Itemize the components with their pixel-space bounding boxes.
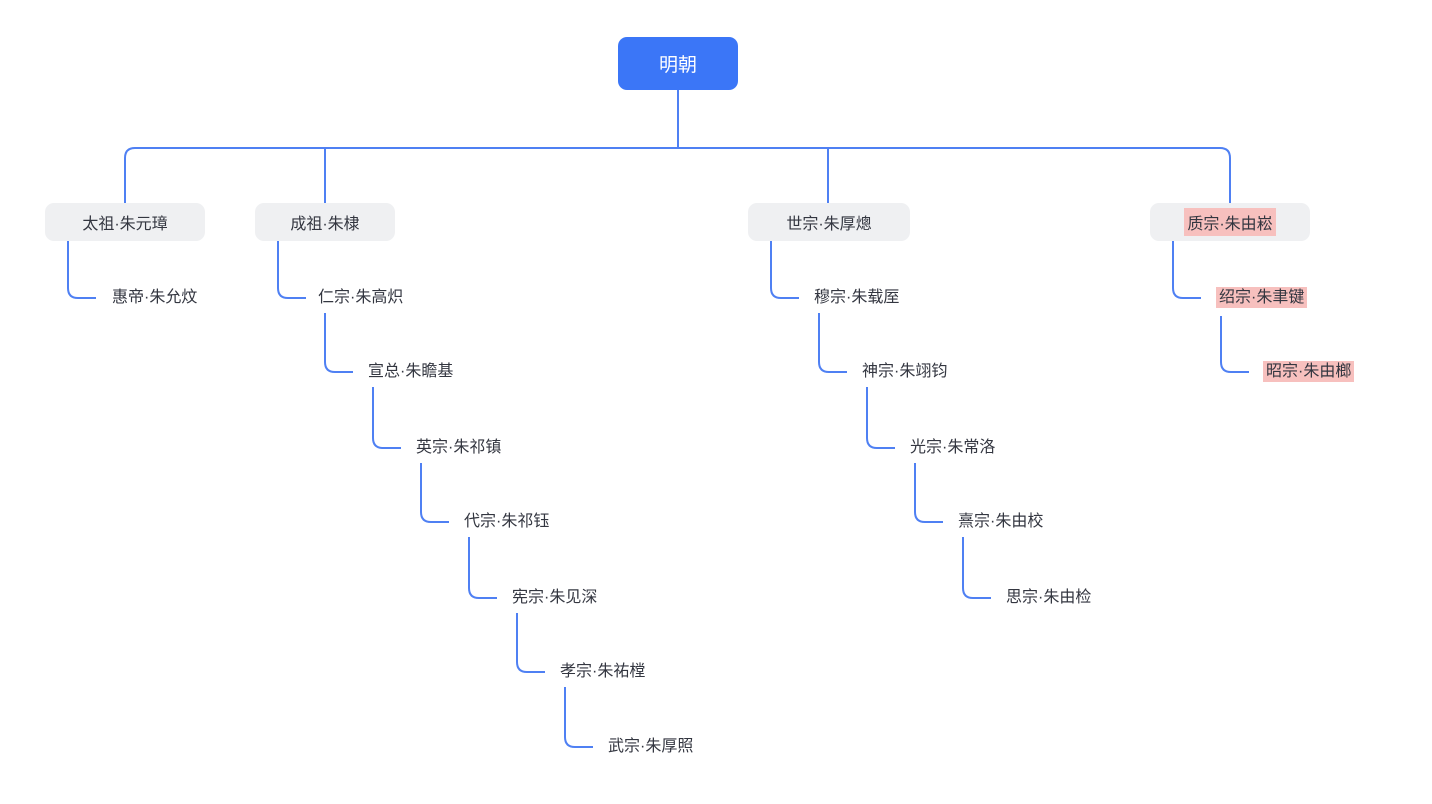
node-chengzu-label: 成祖·朱棣 (290, 216, 360, 233)
node-sizong[interactable]: 思宗·朱由检 (1006, 585, 1091, 611)
connector-daizong-xianzong (468, 537, 497, 599)
node-zhizong[interactable]: 质宗·朱由崧 (1150, 203, 1310, 241)
node-shenzong-label: 神宗·朱翊钧 (862, 363, 948, 380)
connector-muzong-shenzong (818, 313, 847, 373)
connector-guangzong-xizong (914, 463, 943, 523)
node-daizong-label: 代宗·朱祁钰 (464, 513, 550, 530)
node-xuanzong[interactable]: 宣总·朱瞻基 (368, 359, 453, 385)
connector-taizu-huidi (67, 241, 96, 299)
node-guangzong[interactable]: 光宗·朱常洛 (910, 435, 995, 461)
connector-shenzong-guangzong (866, 387, 895, 449)
node-taizu-label: 太祖·朱元璋 (82, 216, 168, 233)
node-muzong[interactable]: 穆宗·朱载厔 (814, 285, 899, 311)
node-renzong[interactable]: 仁宗·朱高炽 (318, 285, 403, 311)
node-zhaozong[interactable]: 昭宗·朱由榔 (1263, 359, 1355, 385)
node-shizong-label: 世宗·朱厚熜 (786, 216, 872, 233)
connector-chengzu-renzong (277, 241, 306, 299)
node-wuzong-label: 武宗·朱厚照 (608, 738, 694, 755)
connector-shizong-muzong (770, 241, 799, 299)
node-guangzong-label: 光宗·朱常洛 (910, 439, 996, 456)
node-xizong-label: 熹宗·朱由校 (958, 513, 1044, 530)
node-daizong[interactable]: 代宗·朱祁钰 (464, 509, 549, 535)
root-node-label: 明朝 (658, 55, 697, 76)
node-shaozong-label: 绍宗·朱聿键 (1216, 287, 1308, 308)
node-zhizong-label: 质宗·朱由崧 (1184, 208, 1276, 236)
node-xuanzong-label: 宣总·朱瞻基 (368, 363, 454, 380)
connector-zhizong-shaozong (1172, 241, 1201, 299)
node-sizong-label: 思宗·朱由检 (1006, 589, 1092, 606)
node-xizong[interactable]: 熹宗·朱由校 (958, 509, 1043, 535)
connector-renzong-xuanzong (324, 313, 353, 373)
node-xianzong-label: 宪宗·朱见深 (512, 589, 598, 606)
node-xiaozong[interactable]: 孝宗·朱祐樘 (560, 659, 645, 685)
connector-yingzong-daizong (420, 463, 449, 523)
connector-shaozong-zhaozong (1220, 316, 1249, 373)
node-zhaozong-label: 昭宗·朱由榔 (1263, 361, 1355, 382)
node-renzong-label: 仁宗·朱高炽 (318, 289, 404, 306)
connector-xiaozong-wuzong (564, 687, 593, 748)
node-yingzong[interactable]: 英宗·朱祁镇 (416, 435, 501, 461)
node-huidi-label: 惠帝·朱允炆 (112, 289, 198, 306)
node-muzong-label: 穆宗·朱载厔 (814, 289, 900, 306)
root-node[interactable]: 明朝 (618, 37, 738, 90)
node-xiaozong-label: 孝宗·朱祐樘 (560, 663, 646, 680)
node-taizu[interactable]: 太祖·朱元璋 (45, 203, 205, 241)
node-shaozong[interactable]: 绍宗·朱聿键 (1216, 285, 1308, 311)
node-huidi[interactable]: 惠帝·朱允炆 (112, 285, 197, 311)
node-yingzong-label: 英宗·朱祁镇 (416, 439, 502, 456)
node-chengzu[interactable]: 成祖·朱棣 (255, 203, 395, 241)
connector-xizong-sizong (962, 537, 991, 599)
node-shizong[interactable]: 世宗·朱厚熜 (748, 203, 910, 241)
node-shenzong[interactable]: 神宗·朱翊钧 (862, 359, 947, 385)
node-xianzong[interactable]: 宪宗·朱见深 (512, 585, 597, 611)
connector-xianzong-xiaozong (516, 613, 545, 673)
trunk-horizontal-line (124, 147, 1231, 203)
connector-xuanzong-yingzong (372, 387, 401, 449)
node-wuzong[interactable]: 武宗·朱厚照 (608, 734, 693, 760)
